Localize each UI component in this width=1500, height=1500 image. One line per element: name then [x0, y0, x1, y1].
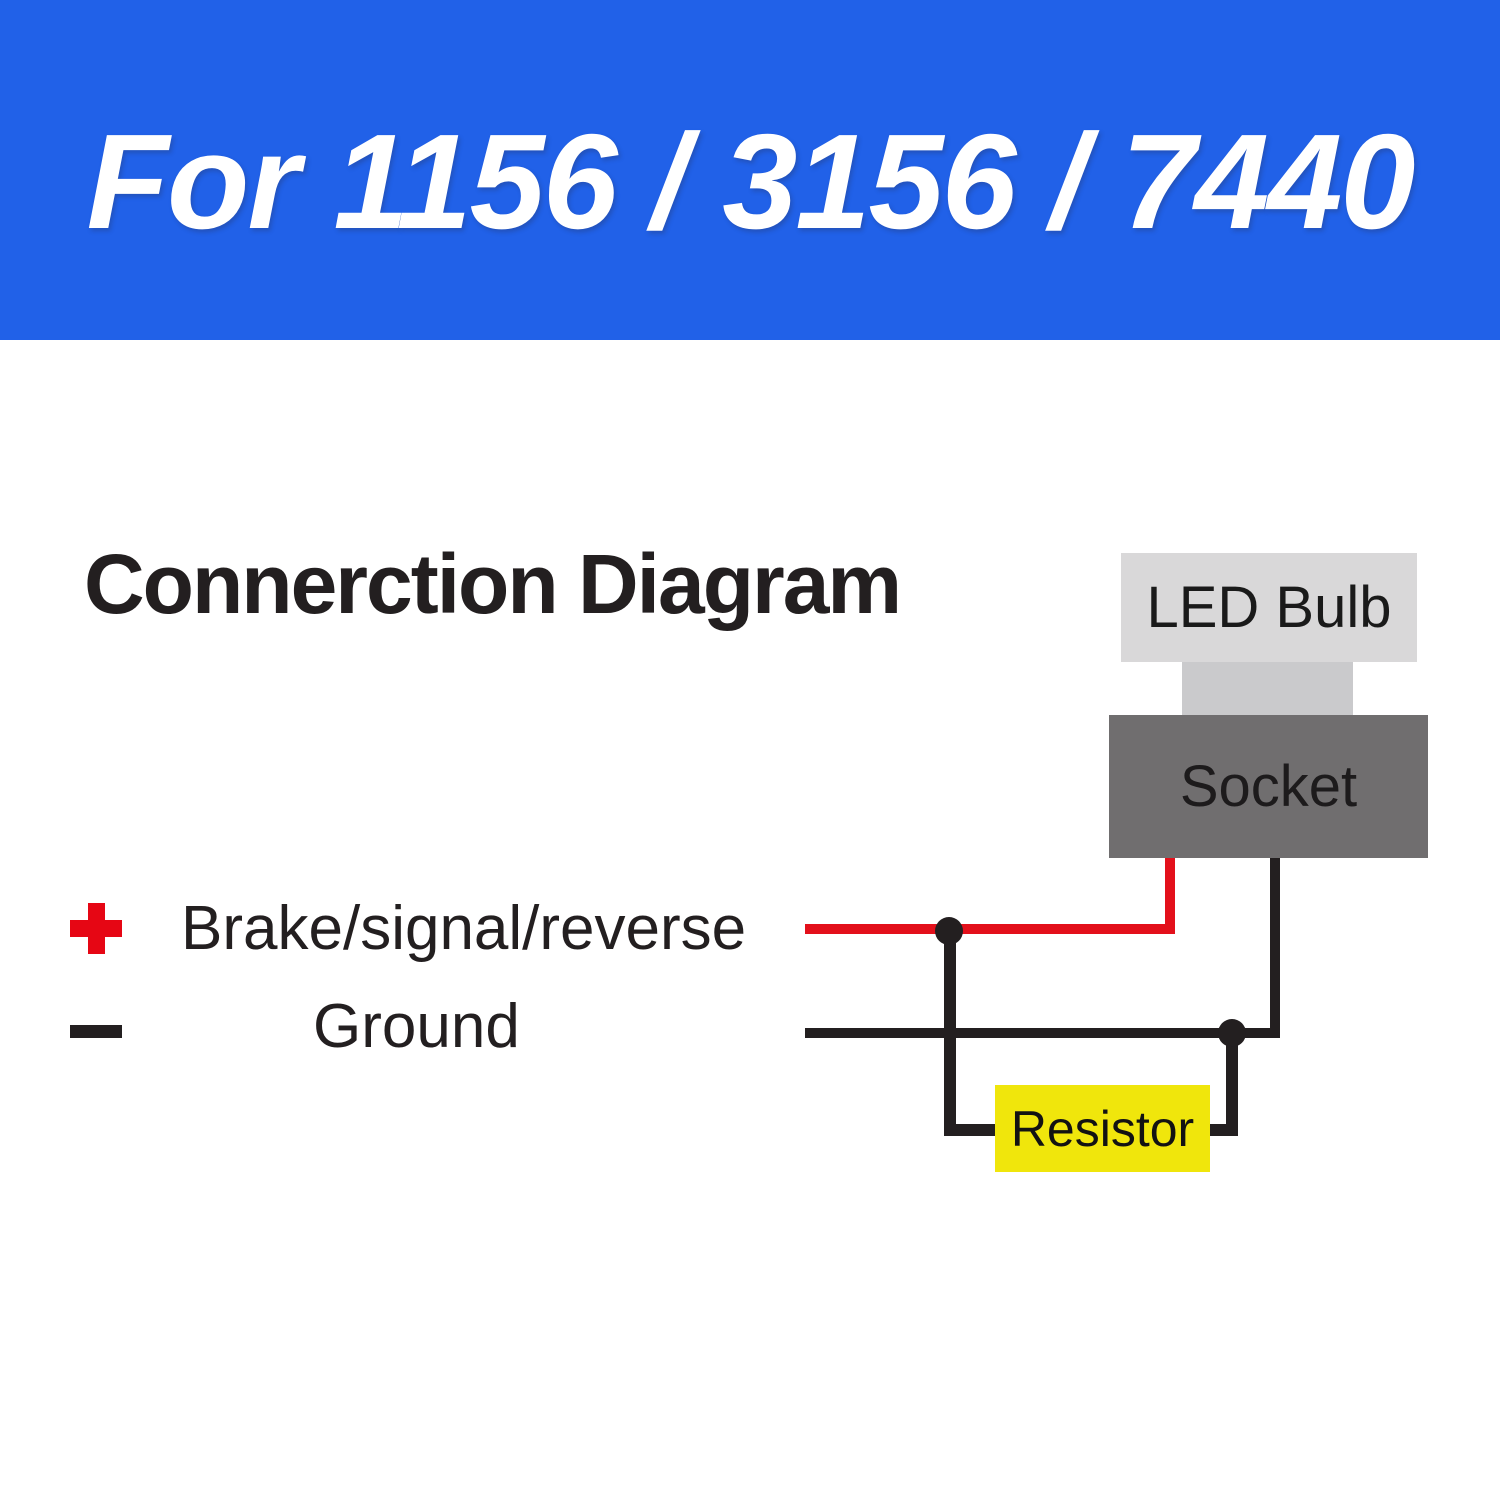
socket-label: Socket — [1179, 754, 1358, 819]
ground-wire-horizontal — [805, 1028, 1277, 1038]
diagram-title: Connerction Diagram — [84, 537, 902, 631]
resistor-left-wire-vertical — [944, 931, 956, 1136]
resistor-box: Resistor — [995, 1085, 1210, 1172]
positive-junction-dot — [935, 917, 963, 945]
banner: For 1156 / 3156 / 7440 — [0, 0, 1500, 340]
bulb-base — [1182, 662, 1353, 716]
socket-box: Socket — [1109, 715, 1428, 858]
resistor-right-wire-vertical — [1226, 1033, 1238, 1136]
plus-icon-vertical-bar — [88, 903, 105, 954]
banner-title: For 1156 / 3156 / 7440 — [86, 105, 1416, 257]
positive-wire-vertical — [1165, 858, 1175, 934]
minus-icon — [70, 1025, 122, 1038]
socket-ground-wire-vertical — [1270, 858, 1280, 1038]
led-bulb-box: LED Bulb — [1121, 553, 1417, 662]
resistor-right-wire-stub — [1210, 1124, 1238, 1136]
ground-wire-label: Ground — [313, 992, 520, 1061]
positive-wire-label: Brake/signal/reverse — [181, 894, 747, 963]
led-bulb-label: LED Bulb — [1146, 575, 1392, 640]
positive-wire-horizontal — [805, 924, 1175, 934]
resistor-label: Resistor — [1010, 1100, 1195, 1157]
plus-icon — [70, 903, 122, 954]
resistor-left-wire-stub — [944, 1124, 996, 1136]
ground-junction-dot — [1218, 1019, 1246, 1047]
